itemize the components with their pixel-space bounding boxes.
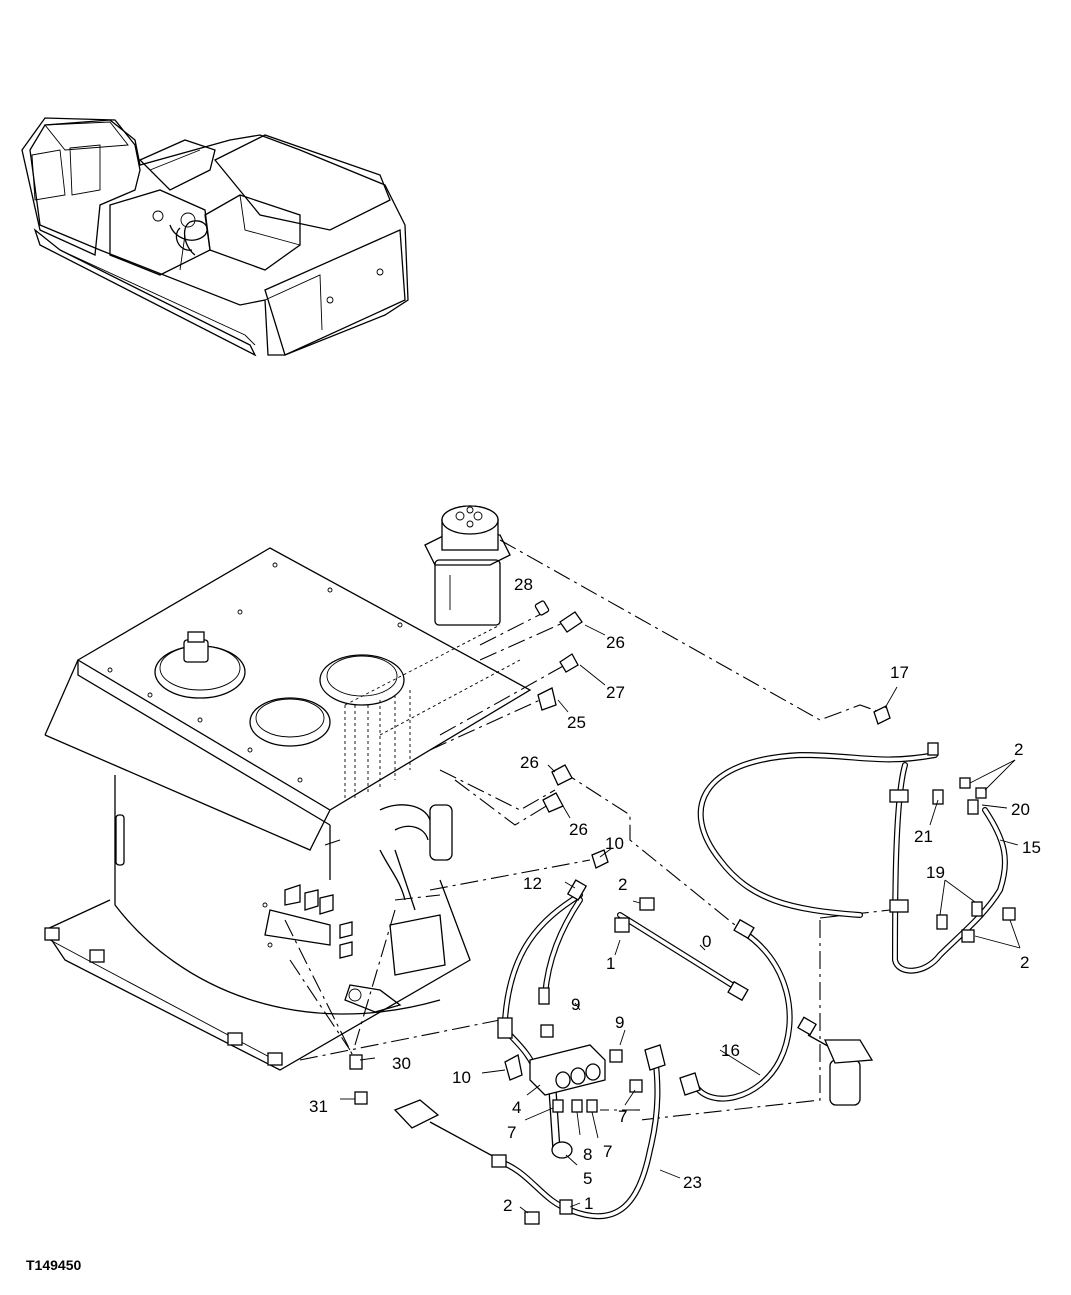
- callout-2-c: 2: [1014, 740, 1023, 759]
- fittings: [349, 600, 1016, 1225]
- callout-21: 21: [914, 827, 933, 846]
- callout-0: 0: [702, 932, 711, 951]
- callout-26-a: 26: [606, 633, 625, 652]
- callout-2-b: 2: [503, 1196, 512, 1215]
- swivel-joint: [424, 505, 511, 626]
- callout-26-c: 26: [569, 820, 588, 839]
- callout-31: 31: [309, 1097, 328, 1116]
- callout-19: 19: [926, 863, 945, 882]
- figure-id: T149450: [26, 1257, 81, 1273]
- callout-10-a: 10: [605, 834, 624, 853]
- callout-2-d: 2: [1020, 953, 1029, 972]
- callout-5: 5: [583, 1169, 592, 1188]
- assembly-leader-lines: [284, 539, 891, 1121]
- callout-10-b: 10: [452, 1068, 471, 1087]
- hoses: [429, 751, 1008, 1220]
- callout-20: 20: [1011, 800, 1030, 819]
- callout-16: 16: [721, 1041, 740, 1060]
- callout-7-b: 7: [603, 1142, 612, 1161]
- callout-28: 28: [514, 575, 533, 594]
- callout-1-a: 1: [606, 954, 615, 973]
- callout-26-b: 26: [520, 753, 539, 772]
- callout-17: 17: [890, 663, 909, 682]
- callout-4: 4: [512, 1098, 521, 1117]
- callout-23: 23: [683, 1173, 702, 1192]
- hydraulic-tank: [44, 547, 532, 1071]
- callout-30: 30: [392, 1054, 411, 1073]
- callout-27: 27: [606, 683, 625, 702]
- callout-25: 25: [567, 713, 586, 732]
- callout-9-b: 9: [615, 1013, 624, 1032]
- callout-2-a: 2: [618, 875, 627, 894]
- callout-1-b: 1: [584, 1194, 593, 1213]
- callout-leaders: [340, 624, 1021, 1214]
- callout-8: 8: [583, 1145, 592, 1164]
- machine-locator-illustration: [21, 117, 409, 357]
- callout-9-a: 9: [571, 995, 580, 1014]
- callout-7-c: 7: [618, 1107, 627, 1126]
- callout-15: 15: [1022, 838, 1041, 857]
- callout-7-a: 7: [507, 1123, 516, 1142]
- callout-labels: 28 26 27 25 26 26 10 12 2 0 1 9 9 16 10 …: [309, 575, 1041, 1215]
- callout-12: 12: [523, 874, 542, 893]
